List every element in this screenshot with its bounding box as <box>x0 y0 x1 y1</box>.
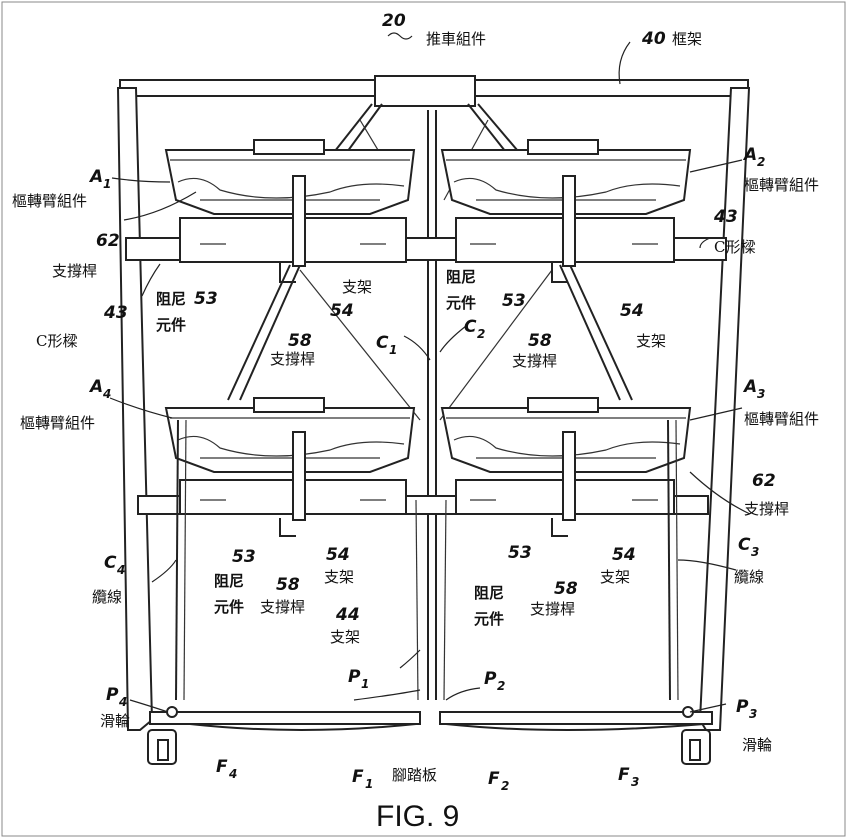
label-damper-br-2: 元件 <box>474 610 504 628</box>
label-rod58-bl: 支撐桿 <box>260 598 305 616</box>
label-damper-bl-1: 阻尼 <box>214 572 244 590</box>
label-rod58-tr: 支撐桿 <box>512 352 557 370</box>
ref-P1-sub: 1 <box>361 677 369 691</box>
label-rod58-tl: 支撐桿 <box>270 350 315 368</box>
ref-54-tr: 54 <box>620 301 644 321</box>
ref-62-top: 62 <box>96 231 120 251</box>
ref-P1: P <box>348 667 361 687</box>
label-pulley-left: 滑輪 <box>100 712 130 730</box>
label-damper-tl-2: 元件 <box>156 316 186 334</box>
leader-lines <box>109 32 751 713</box>
ref-58-br: 58 <box>554 579 578 599</box>
ref-F1: F <box>352 767 364 787</box>
labels: 20 推車組件 40 框架 A 1 樞轉臂組件 A 2 樞轉臂組件 62 43 … <box>12 11 819 833</box>
label-pivot-arm-a3: 樞轉臂組件 <box>744 410 819 428</box>
ref-P2-sub: 2 <box>497 679 505 693</box>
ref-F2: F <box>488 769 500 789</box>
ref-20: 20 <box>382 11 406 31</box>
label-pivot-arm-a2: 樞轉臂組件 <box>744 176 819 194</box>
label-cable-left: 纜線 <box>92 588 122 606</box>
label-bracket-44: 支架 <box>330 628 360 646</box>
ref-A4: A <box>88 377 103 397</box>
ref-F4: F <box>216 757 228 777</box>
ref-P4: P <box>106 685 119 705</box>
ref-C2: C <box>464 317 477 337</box>
ref-P2: P <box>484 669 497 689</box>
label-bracket-br: 支架 <box>600 568 630 586</box>
ref-43-left: 43 <box>103 303 128 323</box>
pivot-arm-baskets <box>164 139 692 473</box>
ref-54-br: 54 <box>612 545 636 565</box>
label-pivot-arm-a4: 樞轉臂組件 <box>20 414 95 432</box>
label-bracket-bl: 支架 <box>324 568 354 586</box>
ref-53-br: 53 <box>508 543 532 563</box>
label-damper-tr-1: 阻尼 <box>446 268 476 286</box>
ref-53-tr: 53 <box>502 291 526 311</box>
ref-40: 40 <box>641 29 666 49</box>
label-rod58-br: 支撐桿 <box>530 600 575 618</box>
ref-F3: F <box>618 765 630 785</box>
label-c-beam-left: C形樑 <box>36 332 77 350</box>
frame <box>116 75 751 731</box>
ref-A1-sub: 1 <box>103 177 111 191</box>
ref-C4-sub: 4 <box>116 563 125 577</box>
ref-P4-sub: 4 <box>118 695 127 709</box>
label-damper-bl-2: 元件 <box>214 598 244 616</box>
label-bracket-tl: 支架 <box>342 278 372 296</box>
label-cable-right: 纜線 <box>734 568 764 586</box>
ref-53-tl: 53 <box>194 289 218 309</box>
label-pulley-right: 滑輪 <box>742 736 772 754</box>
label-c-beam-right: C形樑 <box>714 238 755 256</box>
ref-P3-sub: 3 <box>749 707 757 721</box>
dampers <box>279 175 576 537</box>
ref-C1: C <box>376 333 389 353</box>
ref-43-right: 43 <box>713 207 738 227</box>
label-cart-assembly: 推車組件 <box>426 30 486 48</box>
label-pivot-arm-a1: 樞轉臂組件 <box>12 192 87 210</box>
label-frame: 框架 <box>672 30 702 48</box>
ref-A2-sub: 2 <box>757 155 765 169</box>
label-bracket-tr: 支架 <box>636 332 666 350</box>
wheels <box>147 706 711 765</box>
ref-58-tl: 58 <box>288 331 312 351</box>
pedals <box>149 711 713 731</box>
ref-F4-sub: 4 <box>228 767 237 781</box>
ref-A1: A <box>88 167 103 187</box>
label-damper-tr-2: 元件 <box>446 294 476 312</box>
ref-F3-sub: 3 <box>631 775 639 789</box>
ref-A4-sub: 4 <box>102 387 111 401</box>
ref-C2-sub: 2 <box>477 327 485 341</box>
ref-58-tr: 58 <box>528 331 552 351</box>
ref-54-bl: 54 <box>326 545 350 565</box>
ref-44: 44 <box>335 605 360 625</box>
ref-A3: A <box>742 377 757 397</box>
label-damper-br-1: 阻尼 <box>474 584 504 602</box>
label-rod62-right: 支撐桿 <box>744 500 789 518</box>
cables <box>175 419 679 701</box>
ref-A3-sub: 3 <box>757 387 765 401</box>
ref-62-right: 62 <box>752 471 776 491</box>
ref-P3: P <box>736 697 749 717</box>
ref-C3-sub: 3 <box>751 545 759 559</box>
ref-A2: A <box>742 145 757 165</box>
ref-C3: C <box>738 535 751 555</box>
ref-F2-sub: 2 <box>501 779 509 793</box>
figure-caption: FIG. 9 <box>376 800 459 833</box>
label-pedal: 腳踏板 <box>392 766 437 784</box>
label-support-rod-left: 支撐桿 <box>52 262 97 280</box>
ref-C4: C <box>104 553 117 573</box>
ref-53-bl: 53 <box>232 547 256 567</box>
label-damper-tl-1: 阻尼 <box>156 290 186 308</box>
ref-58-bl: 58 <box>276 575 300 595</box>
ref-54-tl: 54 <box>330 301 354 321</box>
ref-F1-sub: 1 <box>365 777 373 791</box>
ref-C1-sub: 1 <box>389 343 397 357</box>
